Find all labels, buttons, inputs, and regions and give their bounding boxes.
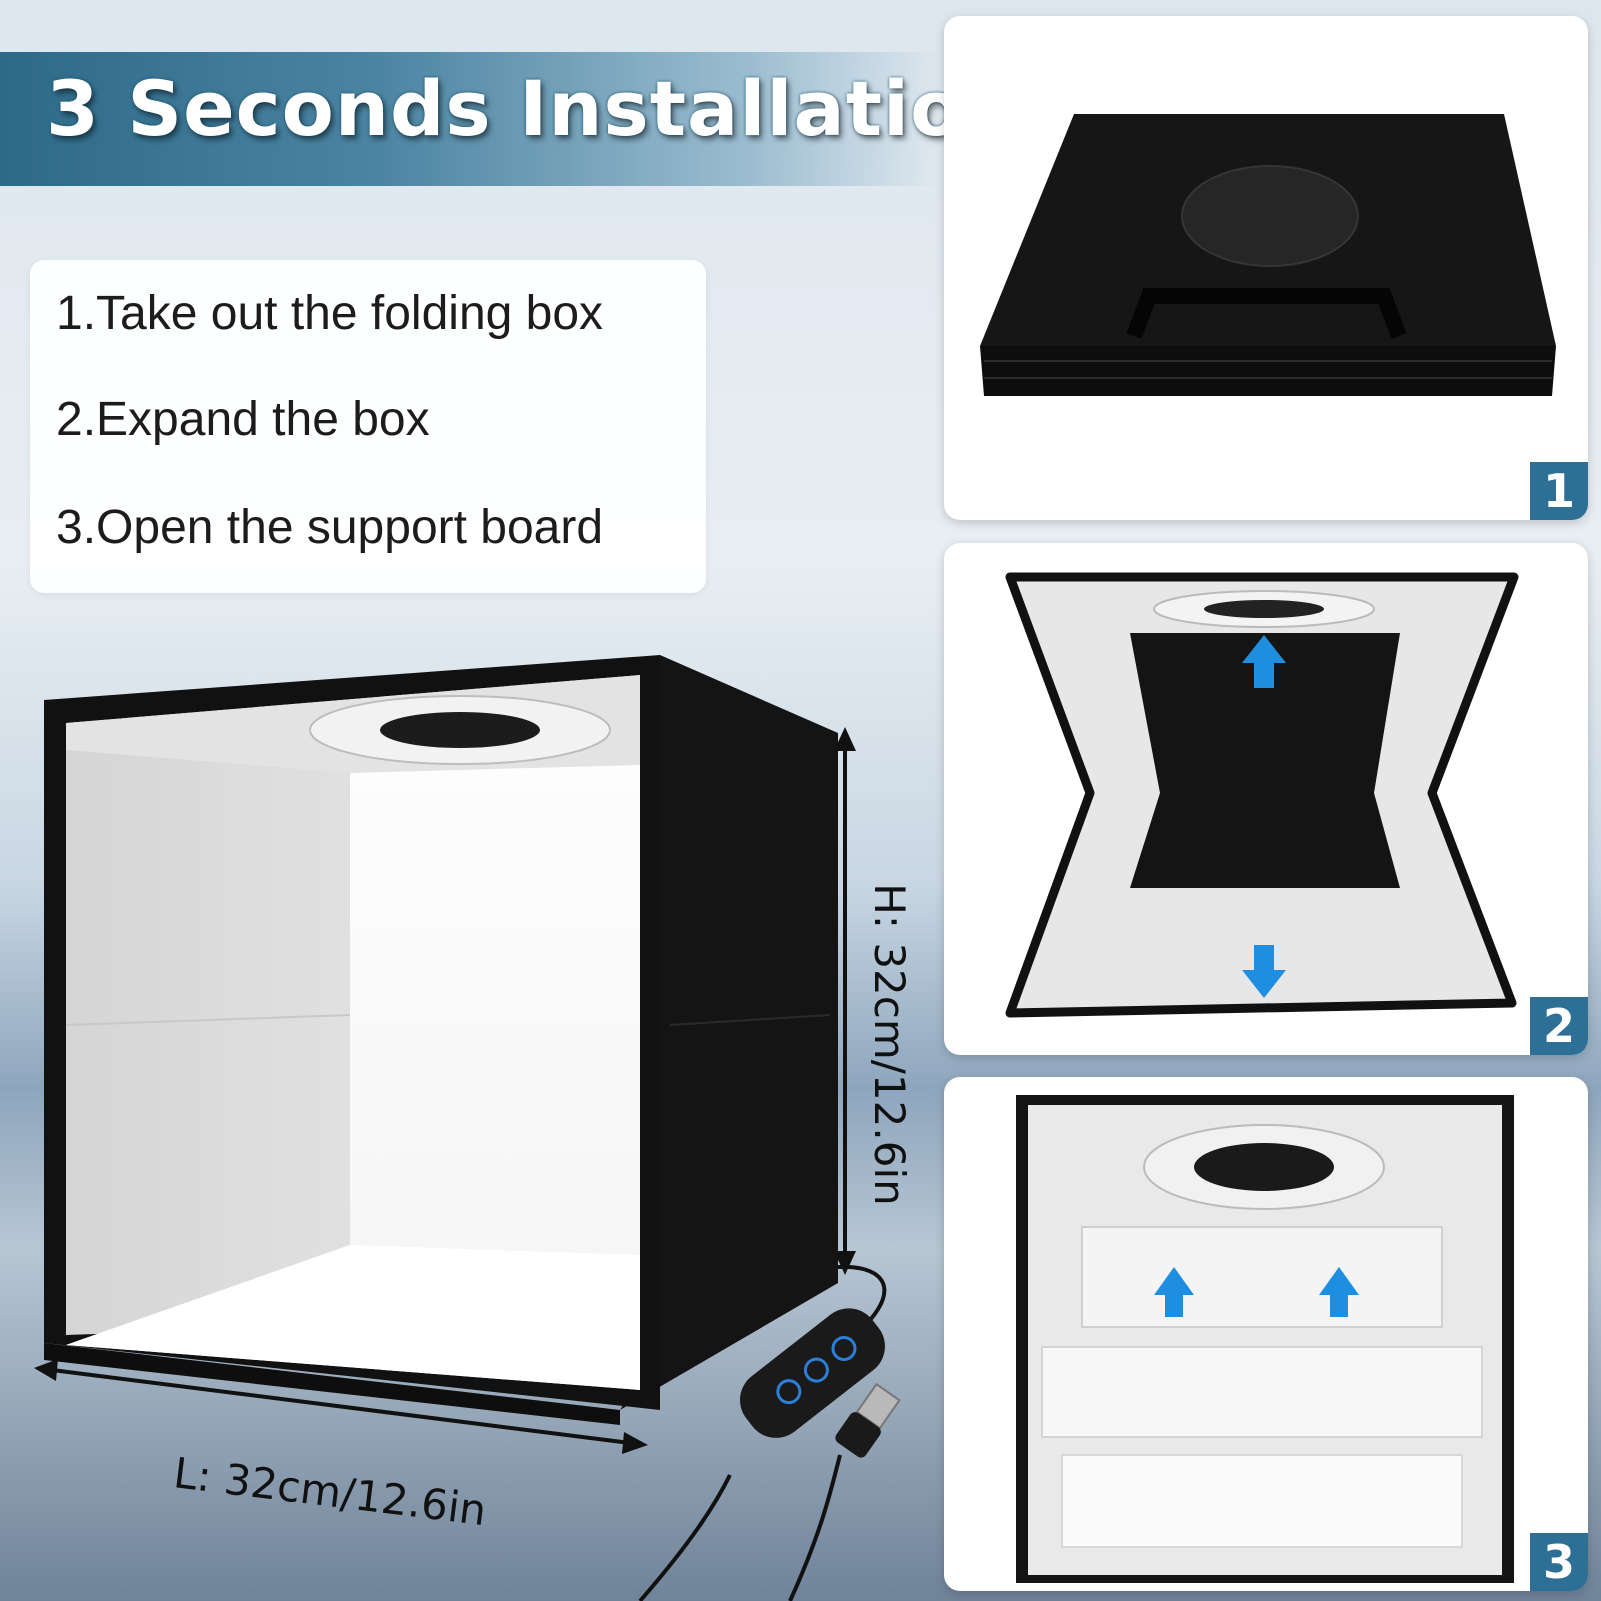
light-box-illustration (34, 655, 901, 1601)
title-banner (0, 52, 940, 186)
support-board-illustration (1016, 1095, 1514, 1583)
step-1-panel: 1 (944, 16, 1588, 520)
page-title: 3 Seconds Installation (46, 64, 1019, 153)
step-3-text: 3.Open the support board (56, 501, 604, 554)
step-3-badge: 3 (1530, 1533, 1588, 1591)
step-3-panel: 3 (944, 1077, 1588, 1591)
step-2-panel: 2 (944, 543, 1588, 1055)
expanding-box-illustration (1005, 572, 1519, 1018)
step-1-text: 1.Take out the folding box (56, 287, 604, 340)
height-dimension-label: H: 32cm/12.6in (864, 883, 914, 1206)
steps-card: 1.Take out the folding box 2.Expand the … (30, 260, 706, 593)
folded-box-illustration (980, 114, 1556, 396)
step-2-text: 2.Expand the box (56, 393, 430, 446)
step-2-badge: 2 (1530, 997, 1588, 1055)
step-1-badge: 1 (1530, 462, 1588, 520)
